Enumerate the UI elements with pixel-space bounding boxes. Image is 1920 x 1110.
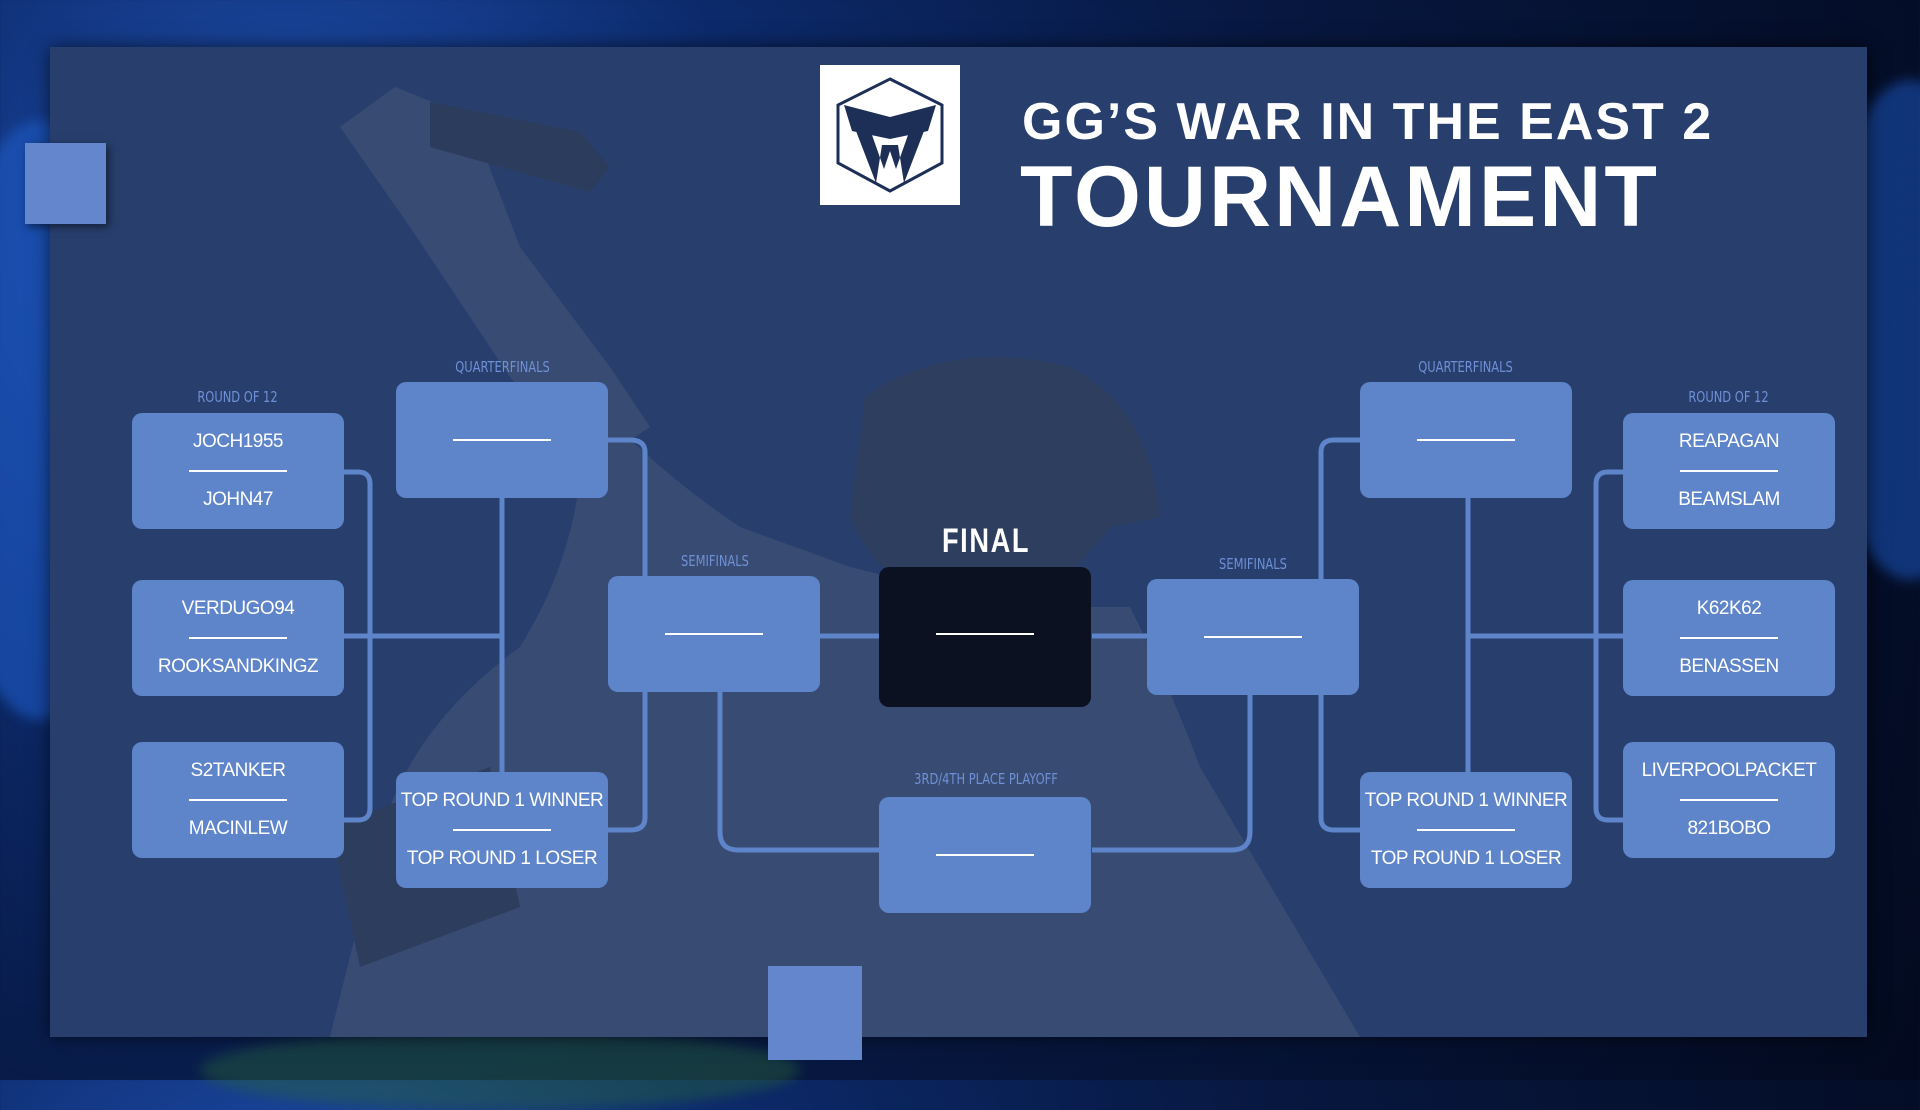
player-name: S2TANKER [190,760,286,781]
label-playoff: 3RD/4TH PLACE PLAYOFF [914,770,1058,788]
player-name: JOHN47 [203,489,273,510]
player-name: TOP ROUND 1 WINNER [1364,790,1568,811]
decorative-square-bottom [768,966,862,1060]
label-quarterfinals-left: QUARTERFINALS [455,358,550,376]
match-box-sf-right[interactable] [1147,579,1359,695]
player-name: REAPAGAN [1678,431,1780,452]
divider [1680,799,1778,801]
player-name: TOP ROUND 1 WINNER [400,790,604,811]
match-box-qf-left-bottom[interactable]: TOP ROUND 1 WINNER TOP ROUND 1 LOSER [396,772,608,888]
divider [189,637,287,639]
shield-cube-logo-icon [836,77,944,193]
player-name: VERDUGO94 [181,598,295,619]
divider [1417,829,1515,831]
player-name: 821BOBO [1687,818,1771,839]
player-name: LIVERPOOLPACKET [1641,760,1817,781]
label-round-of-12-right: ROUND OF 12 [1688,388,1769,406]
divider [936,633,1034,635]
divider [1680,470,1778,472]
label-round-of-12-left: ROUND OF 12 [197,388,278,406]
player-name: TOP ROUND 1 LOSER [1370,848,1562,869]
match-box-sf-left[interactable] [608,576,820,692]
player-name: MACINLEW [188,818,288,839]
player-name: K62K62 [1696,598,1762,619]
divider [1680,637,1778,639]
divider [936,854,1034,856]
match-box-r12-right-1[interactable]: REAPAGAN BEAMSLAM [1623,413,1835,529]
label-semifinals-right: SEMIFINALS [1219,555,1287,573]
divider [189,470,287,472]
divider [665,633,763,635]
divider [1204,636,1302,638]
match-box-r12-right-3[interactable]: LIVERPOOLPACKET 821BOBO [1623,742,1835,858]
divider [1417,439,1515,441]
tournament-logo [820,65,960,205]
match-box-qf-right-top[interactable] [1360,382,1572,498]
divider [453,439,551,441]
match-box-playoff[interactable] [879,797,1091,913]
match-box-r12-left-2[interactable]: VERDUGO94 ROOKSANDKINGZ [132,580,344,696]
label-quarterfinals-right: QUARTERFINALS [1418,358,1513,376]
match-box-final[interactable] [879,567,1091,707]
match-box-qf-left-top[interactable] [396,382,608,498]
divider [189,799,287,801]
label-semifinals-left: SEMIFINALS [681,552,749,570]
player-name: ROOKSANDKINGZ [157,656,319,677]
match-box-r12-right-2[interactable]: K62K62 BENASSEN [1623,580,1835,696]
player-name: JOCH1955 [193,431,284,452]
player-name: TOP ROUND 1 LOSER [406,848,598,869]
match-box-r12-left-1[interactable]: JOCH1955 JOHN47 [132,413,344,529]
title-line-1: GG’S WAR IN THE EAST 2 [1022,93,1714,151]
player-name: BEAMSLAM [1678,489,1780,510]
match-box-qf-right-bottom[interactable]: TOP ROUND 1 WINNER TOP ROUND 1 LOSER [1360,772,1572,888]
title-line-2: TOURNAMENT [1020,149,1660,245]
match-box-r12-left-3[interactable]: S2TANKER MACINLEW [132,742,344,858]
label-final: FINAL [941,522,1031,560]
player-name: BENASSEN [1679,656,1779,677]
divider [453,829,551,831]
decorative-square-top-left [25,143,106,224]
